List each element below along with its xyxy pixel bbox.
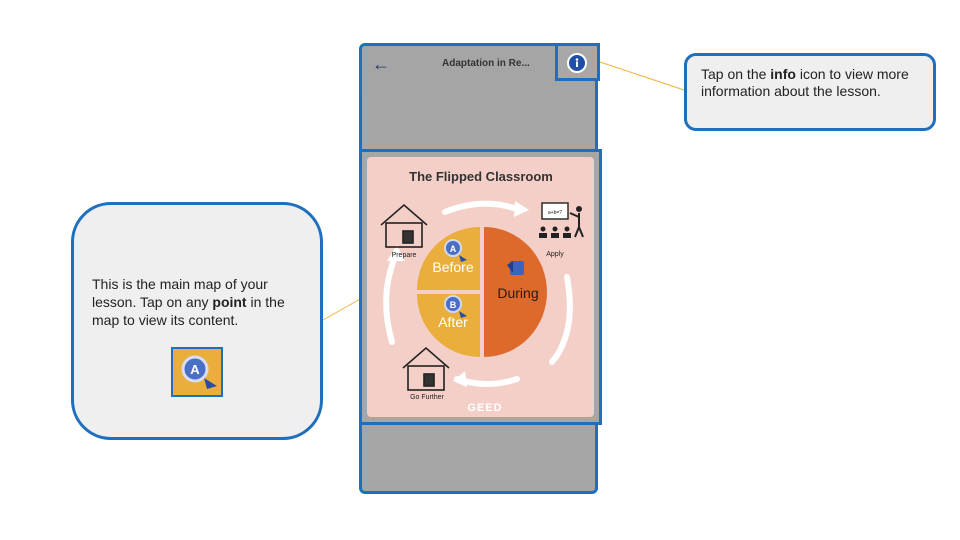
after-label: After [438,314,468,330]
go-further-label: Go Further [410,394,445,401]
arrow-head-icon [453,371,467,387]
prepare-label: Prepare [392,252,417,259]
point-a-label: A [450,244,457,254]
during-half[interactable] [484,227,547,357]
info-callout-text-end: icon to view more information about the … [701,66,909,99]
point-b-marker[interactable]: B [444,295,467,318]
during-marker[interactable] [507,261,524,275]
map-callout: This is the main map of your lesson. Tap… [71,202,323,440]
board-equation: a+b=? [548,210,562,216]
lesson-map: The Flipped Classroom Before After Durin… [367,157,594,417]
prepare-house-icon [380,203,428,248]
back-arrow-icon[interactable]: ← [372,54,390,74]
info-icon [567,53,587,73]
sample-point-icon: A [171,347,223,397]
arrow-head-icon [387,245,405,261]
point-a-marker[interactable]: A [444,239,467,262]
after-quarter[interactable] [417,294,480,357]
map-title: The Flipped Classroom [409,169,553,184]
cycle-arrows [383,200,573,387]
apply-teacher-icon: a+b=? [539,202,584,238]
during-label: During [497,285,538,301]
info-callout-text: Tap on the [701,66,771,82]
map-callout-bold: point [212,294,247,310]
lesson-map-frame: The Flipped Classroom Before After Durin… [359,149,602,425]
lesson-title: Adaptation in Re... [442,58,530,69]
sample-point-label: A [190,362,200,377]
info-button[interactable] [555,43,600,81]
map-callout-text-end: in the map to view its content. [92,294,285,328]
map-callout-text: This is the main map of your lesson. Tap… [92,276,268,310]
arrow-head-icon [514,201,529,217]
before-label: Before [432,259,473,275]
apply-label: Apply [546,251,564,258]
info-callout-bold: info [770,66,796,82]
go-further-house-icon [402,346,450,391]
geed-logo: GEED [467,402,502,414]
point-b-label: B [450,300,457,310]
before-quarter[interactable] [417,227,480,290]
info-callout: Tap on the info icon to view more inform… [684,53,936,131]
